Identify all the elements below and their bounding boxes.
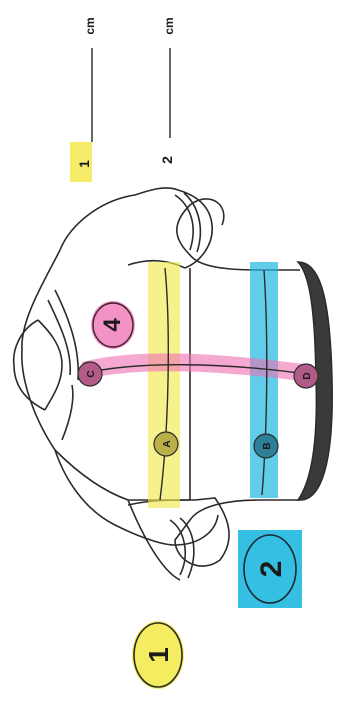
- point-a: A: [154, 432, 178, 456]
- legend-number-1: 1: [76, 160, 92, 168]
- sleeve-bottom-outline: [55, 450, 218, 545]
- legend-item-1: 1 cm: [70, 17, 97, 182]
- legend-item-2: 2 cm: [159, 17, 176, 164]
- point-label-c: C: [86, 370, 97, 377]
- legend-unit-1: cm: [83, 17, 97, 34]
- handwritten-2-text: 2: [255, 561, 288, 578]
- collar-line-2: [55, 290, 78, 380]
- legend-number-2: 2: [159, 156, 175, 164]
- collar-line-1: [48, 300, 70, 375]
- handwritten-2: 2: [238, 530, 302, 608]
- point-d: D: [294, 364, 318, 388]
- collar-line-3: [62, 385, 73, 440]
- point-label-b: B: [262, 442, 273, 449]
- highlight-yellow-band: [148, 262, 180, 508]
- handwritten-4-text: 4: [99, 318, 126, 332]
- sleeve-top-outline: [60, 188, 212, 268]
- handwritten-1-text: 1: [143, 647, 174, 663]
- point-c: C: [78, 362, 102, 386]
- point-label-a: A: [162, 440, 173, 447]
- point-label-d: D: [302, 372, 313, 379]
- legend-unit-2: cm: [162, 17, 176, 34]
- handwritten-4: 4: [91, 301, 135, 349]
- handwritten-1: 1: [132, 621, 184, 689]
- point-b: B: [254, 434, 278, 458]
- neckline-inner: [38, 320, 62, 410]
- sleeve-bottom-cuff: [170, 518, 194, 578]
